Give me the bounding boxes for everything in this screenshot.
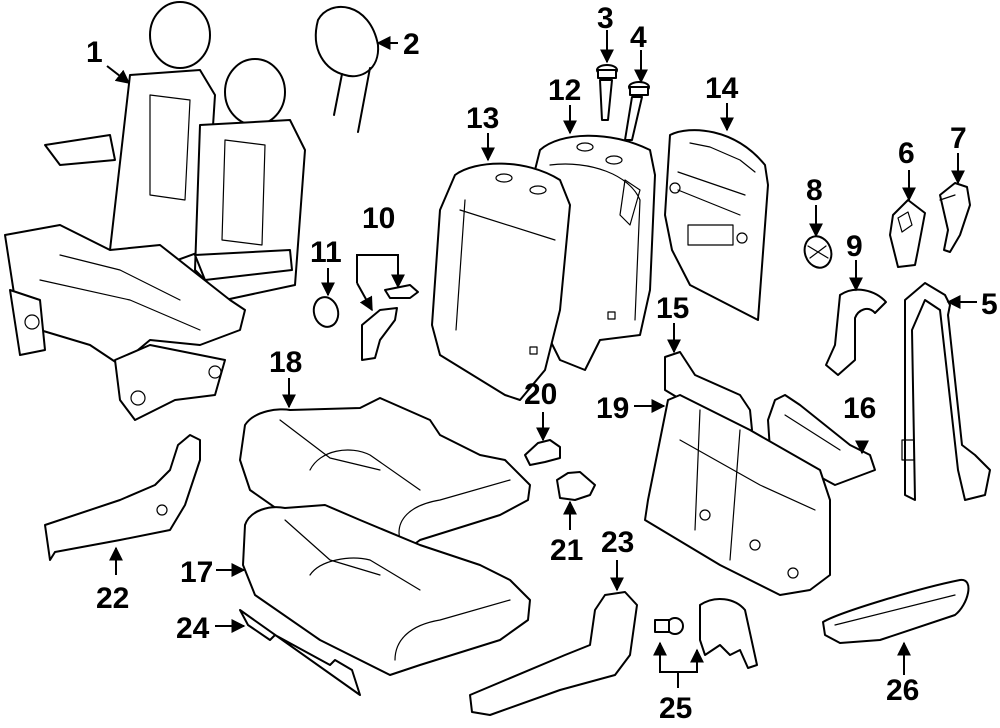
callout-8: 8 — [806, 174, 823, 207]
callout-17: 17 — [180, 556, 213, 589]
callout-22: 22 — [96, 582, 129, 615]
part-trim-cover-6 — [889, 199, 926, 268]
callout-23: 23 — [601, 526, 634, 559]
callout-24: 24 — [176, 612, 210, 645]
callout-leaders — [106, 30, 977, 688]
part-side-shield-23 — [469, 591, 638, 716]
part-seat-assembly — [4, 1, 306, 421]
part-clip-cover — [699, 598, 758, 669]
callout-12: 12 — [548, 74, 581, 107]
callout-labels: 1 2 3 4 5 6 7 8 9 10 11 12 13 14 15 16 1… — [86, 2, 998, 725]
part-trim-strip — [239, 609, 361, 696]
callout-7: 7 — [950, 122, 967, 155]
callout-14: 14 — [705, 72, 739, 105]
part-back-panel — [664, 129, 769, 321]
callout-5: 5 — [981, 288, 998, 321]
callout-13: 13 — [466, 102, 499, 135]
callout-15: 15 — [656, 292, 689, 325]
part-cap — [803, 235, 833, 269]
callout-3: 3 — [597, 2, 614, 35]
part-armrest — [822, 579, 970, 644]
callout-19: 19 — [596, 392, 629, 425]
callout-4: 4 — [630, 21, 647, 54]
part-trim-cover-7 — [939, 182, 971, 253]
callout-16: 16 — [843, 392, 876, 425]
part-ring — [312, 296, 340, 328]
part-trim-9 — [825, 288, 887, 376]
part-cushion-pad — [242, 504, 531, 676]
part-side-shield-22 — [44, 434, 201, 561]
callout-10: 10 — [362, 202, 395, 235]
part-clip — [654, 617, 684, 635]
part-headrest-guide-4 — [624, 81, 650, 141]
callout-2: 2 — [403, 28, 420, 61]
callout-6: 6 — [898, 137, 915, 170]
part-hinge-cover-20 — [524, 439, 561, 466]
callout-1: 1 — [86, 36, 103, 69]
callout-11: 11 — [310, 236, 342, 269]
callout-18: 18 — [269, 346, 302, 379]
callout-25: 25 — [659, 692, 692, 725]
callout-21: 21 — [550, 534, 583, 567]
part-hinge-cover-21 — [556, 471, 596, 501]
callout-26: 26 — [886, 674, 919, 707]
part-guide-clips — [361, 284, 419, 361]
part-seat-back-cover — [431, 162, 571, 401]
part-headrest — [314, 5, 380, 133]
part-seat-belt — [901, 282, 991, 501]
callout-9: 9 — [846, 230, 863, 263]
callout-20: 20 — [524, 378, 557, 411]
part-seat-frame-panel — [644, 394, 831, 596]
part-headrest-guide-3 — [596, 64, 618, 121]
